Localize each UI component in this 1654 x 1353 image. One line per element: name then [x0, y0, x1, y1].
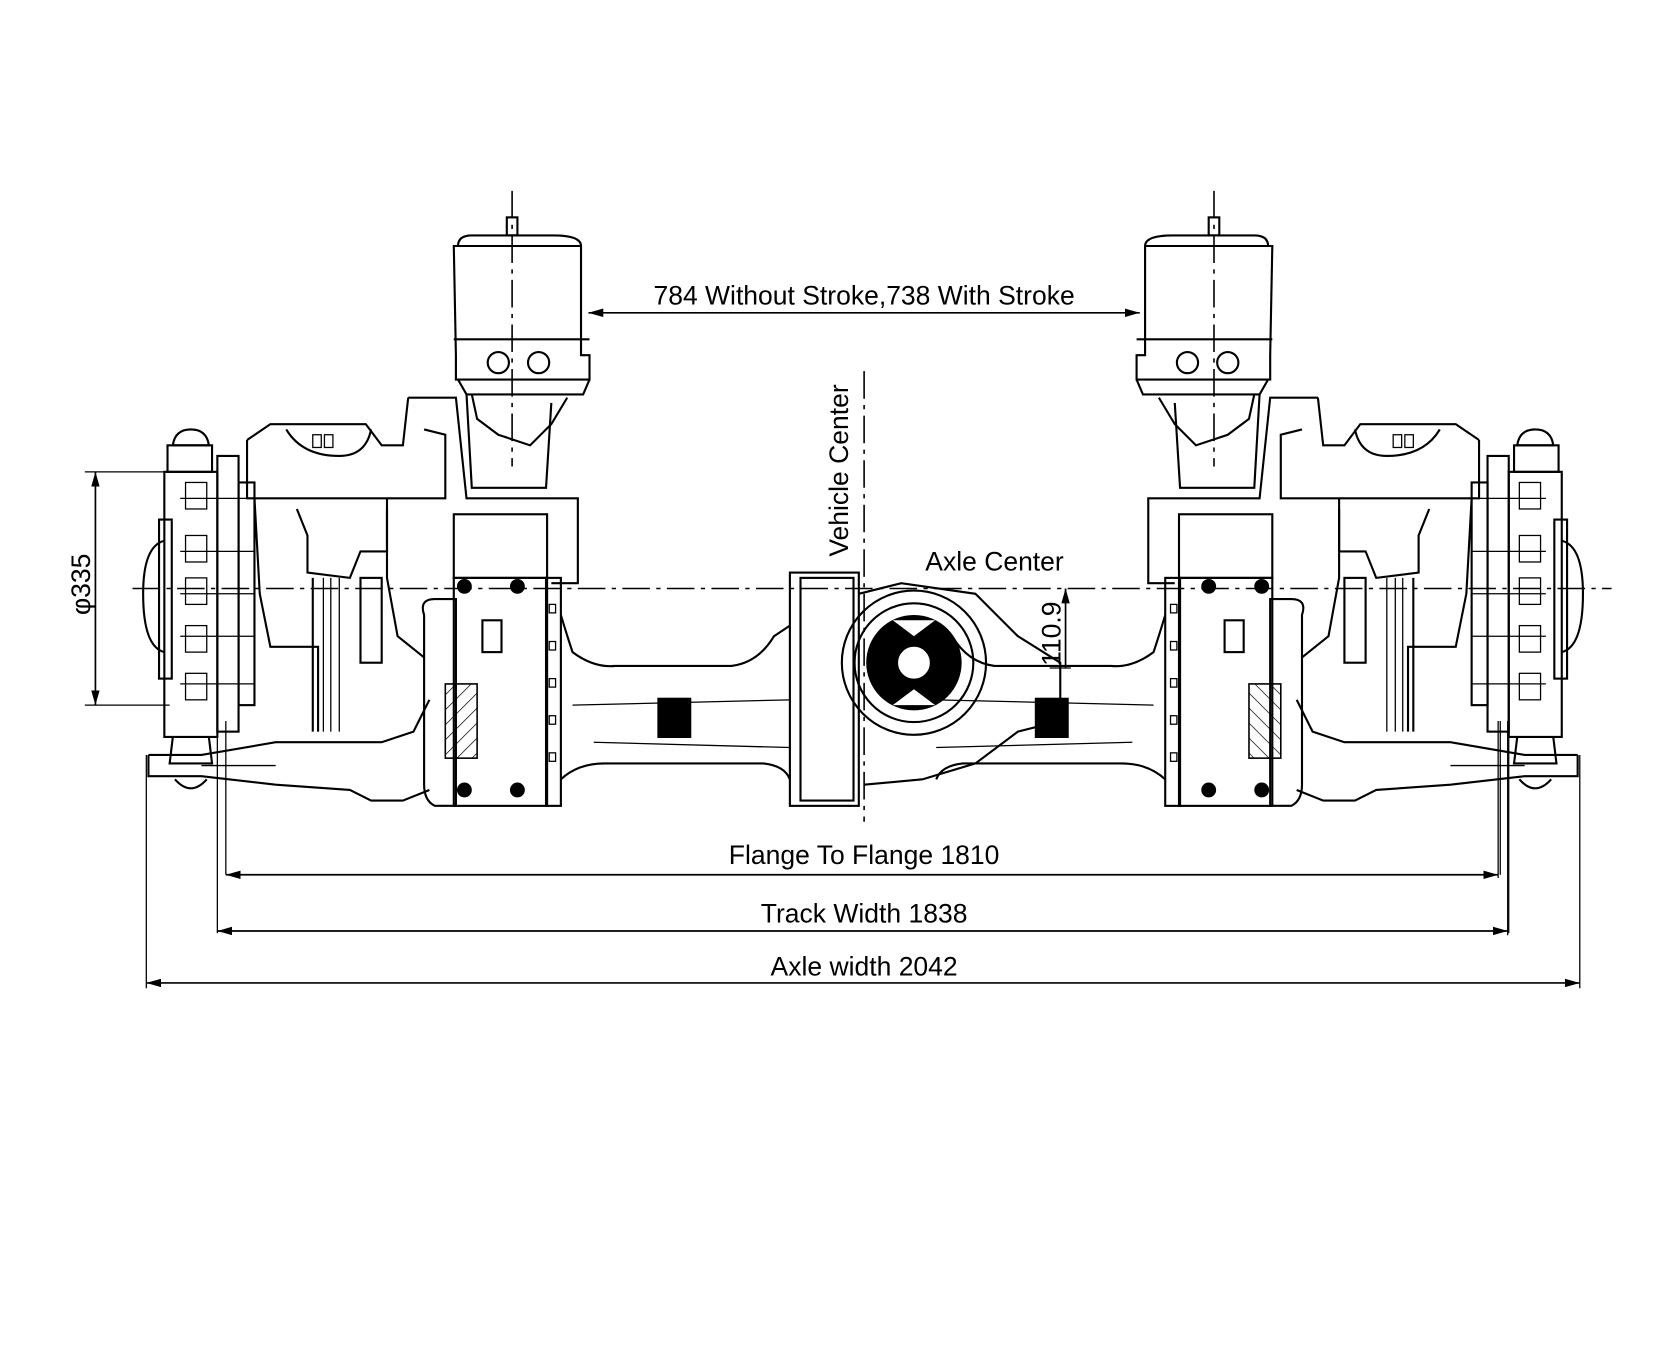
axle-width-label: Axle width 2042: [771, 952, 958, 982]
offset-dimension-label: 110.9: [1036, 602, 1066, 666]
hub-diameter-label: φ335: [66, 554, 96, 615]
flange-to-flange-label: Flange To Flange 1810: [729, 840, 1000, 870]
track-width-label: Track Width 1838: [761, 898, 968, 928]
differential: [788, 571, 1062, 807]
vehicle-center-label: Vehicle Center: [824, 384, 854, 557]
chamber-spacing-label: 784 Without Stroke,738 With Stroke: [653, 280, 1074, 310]
axle-center-label: Axle Center: [925, 546, 1064, 576]
